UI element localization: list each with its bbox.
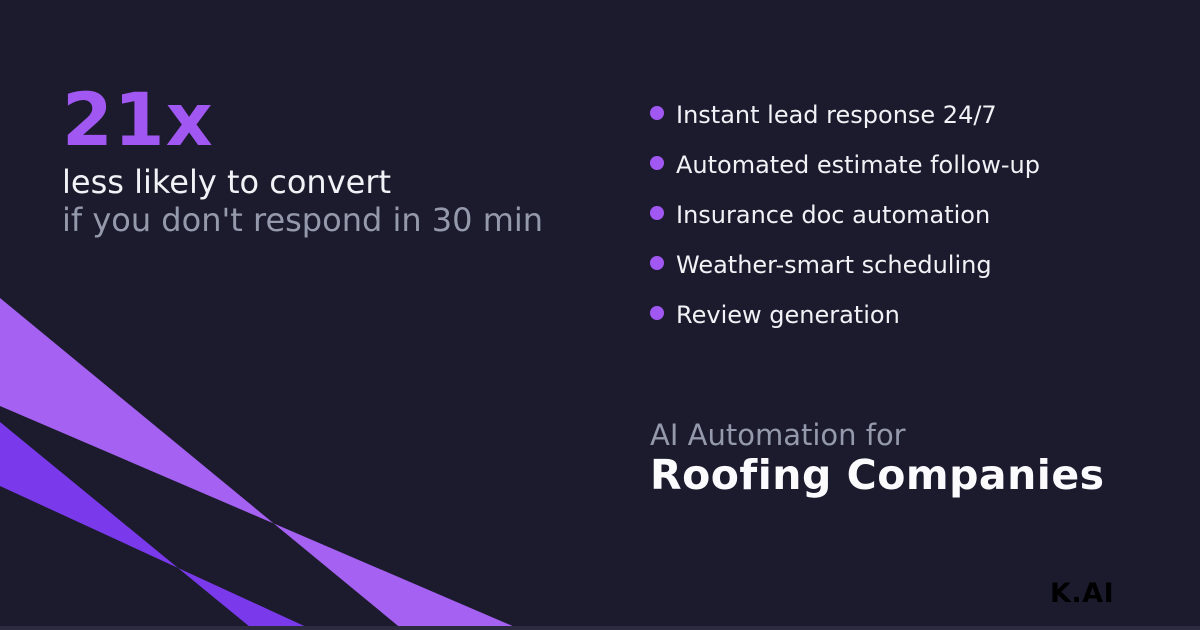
bullet-dot-icon — [650, 106, 664, 120]
feature-label: Automated estimate follow-up — [676, 151, 1040, 179]
bullet-dot-icon — [650, 156, 664, 170]
feature-label: Insurance doc automation — [676, 201, 991, 229]
feature-label: Weather-smart scheduling — [676, 251, 992, 279]
feature-label: Review generation — [676, 301, 900, 329]
heading-kicker: AI Automation for — [650, 418, 906, 452]
bullet-dot-icon — [650, 256, 664, 270]
stat-headline: less likely to convert — [62, 163, 392, 201]
bullet-dot-icon — [650, 206, 664, 220]
bottom-edge-strip — [0, 626, 1200, 630]
feature-item: Weather-smart scheduling — [650, 252, 1040, 302]
band-light — [0, 298, 522, 630]
brand-logo: K.AI — [1050, 578, 1115, 609]
feature-item: Insurance doc automation — [650, 202, 1040, 252]
feature-item: Instant lead response 24/7 — [650, 102, 1040, 152]
bullet-dot-icon — [650, 306, 664, 320]
feature-item: Automated estimate follow-up — [650, 152, 1040, 202]
heading-title: Roofing Companies — [650, 451, 1105, 499]
feature-label: Instant lead response 24/7 — [676, 101, 997, 129]
stat-subheadline: if you don't respond in 30 min — [62, 201, 544, 239]
stat-block: 21x less likely to convert if you don't … — [62, 84, 543, 239]
stat-value: 21x — [62, 78, 214, 163]
feature-item: Review generation — [650, 302, 1040, 352]
heading-block: AI Automation for Roofing Companies — [650, 418, 1105, 500]
